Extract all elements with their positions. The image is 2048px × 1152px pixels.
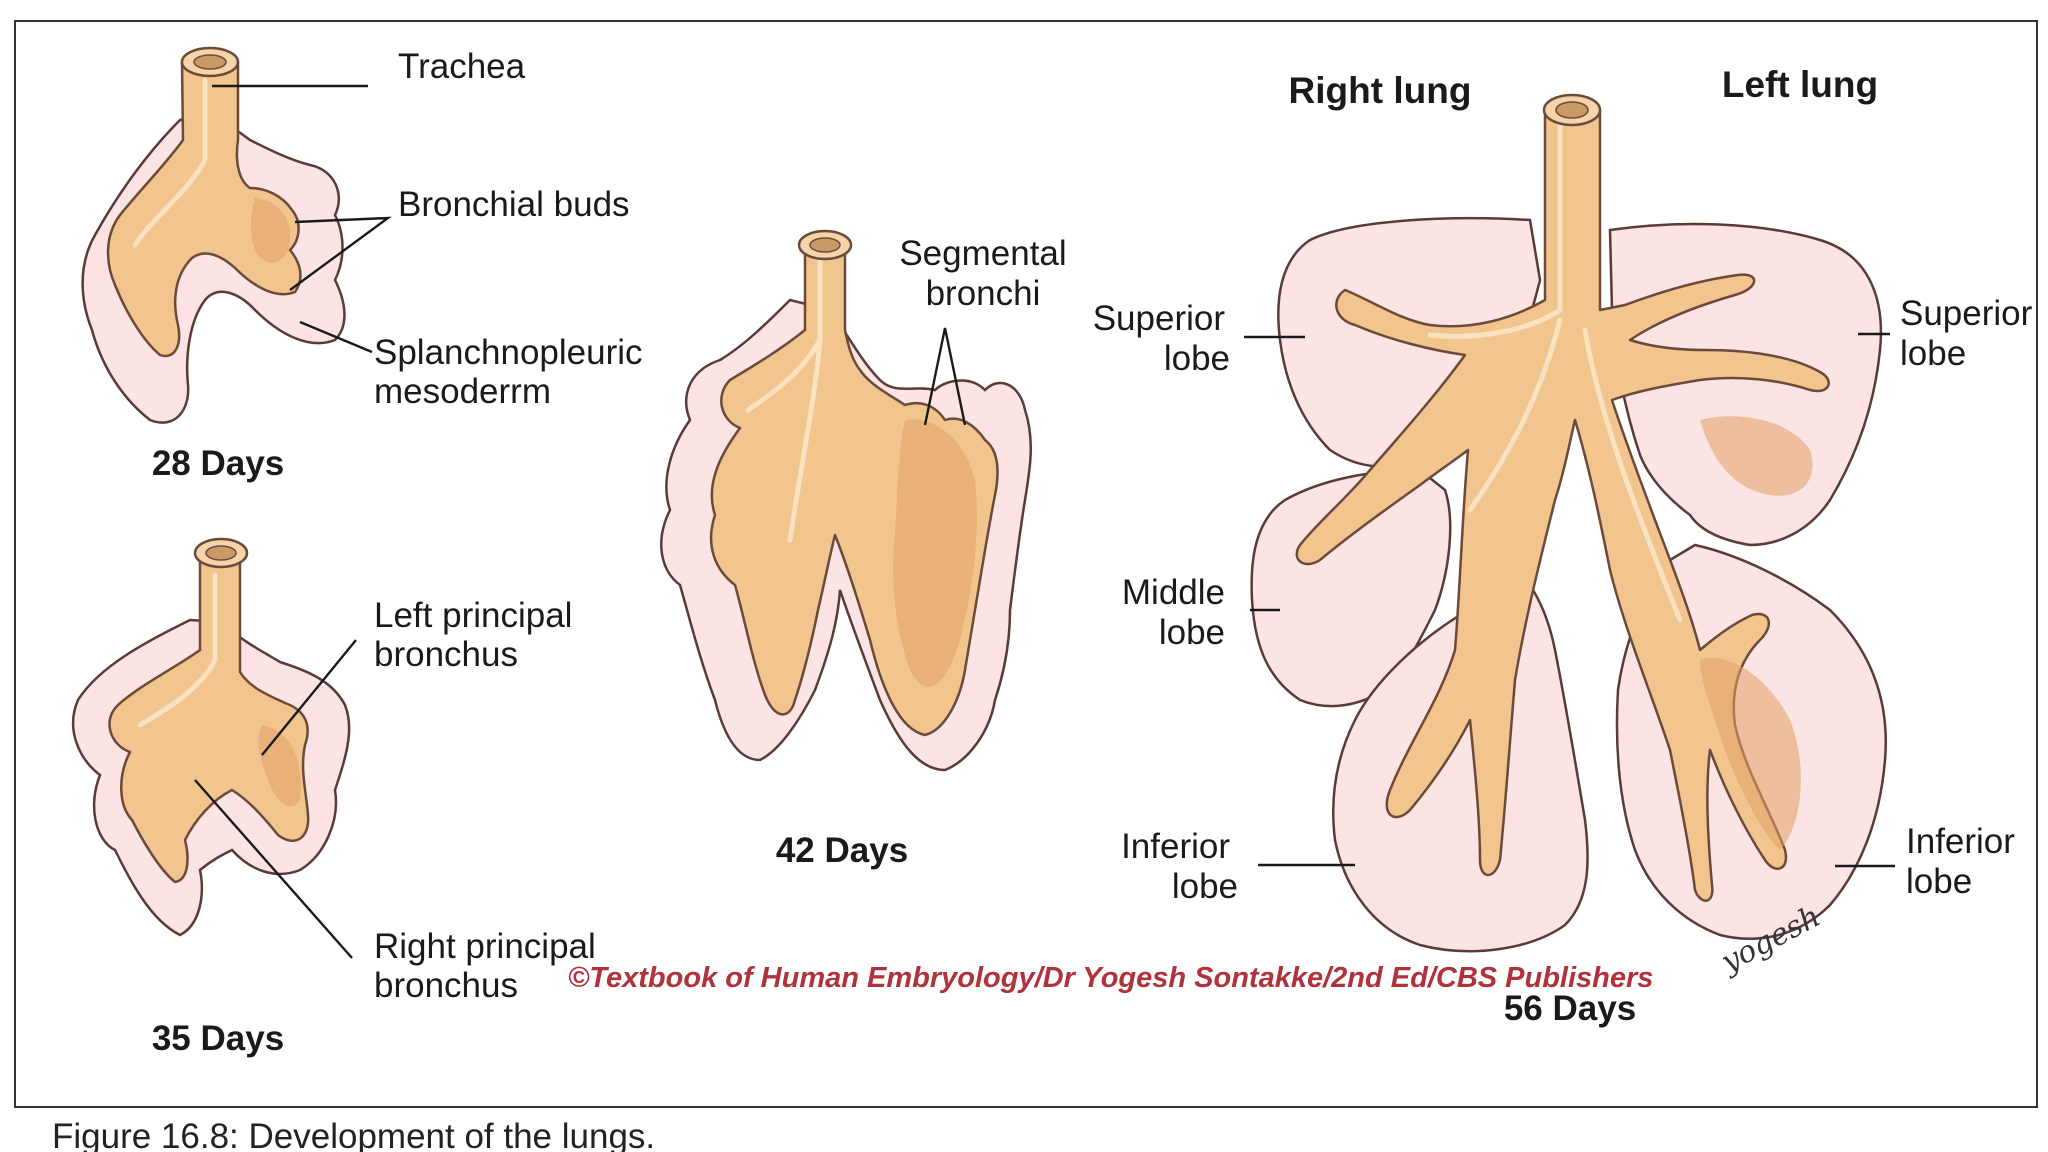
stage-35-days-illustration [71, 537, 351, 937]
bud-shading-28 [250, 198, 291, 263]
leader-splanchnopleuric [299, 320, 373, 354]
bud-highlight-28 [132, 77, 208, 248]
stage-title-42: 42 Days [776, 831, 908, 870]
trachea-lumen-28 [193, 54, 227, 70]
label-right-inferior-2: lobe [1172, 867, 1238, 906]
label-bronchial-buds: Bronchial buds [398, 185, 630, 224]
leader-lines [194, 84, 1895, 959]
stage-titles: 28 Days 35 Days 42 Days 56 Days [152, 444, 1636, 1058]
label-segmental-1: Segmental [899, 234, 1066, 273]
figure-border [14, 20, 2038, 1108]
highlight-42 [745, 257, 823, 543]
label-middle-2: lobe [1159, 613, 1225, 652]
stage-title-35: 35 Days [152, 1019, 284, 1058]
trachea-lumen-35 [205, 545, 237, 561]
label-left-inferior-2: lobe [1906, 862, 1972, 901]
label-trachea: Trachea [398, 47, 526, 86]
leader-bronchial-buds [289, 216, 392, 291]
leader-right-principal [194, 779, 353, 959]
stage-28-days-illustration [81, 46, 346, 424]
trachea-lumen-56 [1555, 101, 1589, 119]
label-left-principal-2: bronchus [374, 635, 518, 674]
label-middle-1: Middle [1122, 573, 1225, 612]
label-left-superior-1: Superior [1900, 294, 2033, 333]
label-splanchnopleuric-1: Splanchnopleuric [374, 333, 643, 372]
figure-caption: Figure 16.8: Development of the lungs. [52, 1117, 655, 1152]
bronchial-bud-28 [106, 60, 302, 358]
segmental-shading-42 [893, 419, 977, 687]
label-right-inferior-1: Inferior [1121, 827, 1230, 866]
leader-left-principal [261, 639, 357, 756]
label-right-principal-2: bronchus [374, 966, 518, 1005]
labels: Trachea Bronchial buds Splanchnopleuric … [374, 47, 2033, 1005]
leader-segmental [923, 327, 967, 426]
label-left-lung: Left lung [1722, 64, 1878, 105]
highlight-56 [1427, 122, 1683, 623]
left-bronchi-shading-56 [1700, 416, 1813, 850]
stage-title-56: 56 Days [1504, 989, 1636, 1028]
label-left-superior-2: lobe [1900, 334, 1966, 373]
credit-line: ©Textbook of Human Embryology/Dr Yogesh … [568, 962, 1653, 994]
label-segmental-2: bronchi [926, 274, 1041, 313]
label-splanchnopleuric-2: mesoderrm [374, 372, 551, 411]
stage-42-days-illustration [660, 229, 1033, 772]
label-right-superior-1: Superior [1093, 299, 1226, 338]
label-right-principal-1: Right principal [374, 927, 596, 966]
stage-56-days-illustration [1250, 93, 1887, 953]
bronchial-tree-56 [1295, 108, 1830, 902]
stage-title-28: 28 Days [152, 444, 284, 483]
label-left-principal-1: Left principal [374, 596, 572, 635]
right-inferior-lobe [1331, 558, 1589, 953]
right-middle-lobe [1250, 468, 1452, 708]
label-right-lung: Right lung [1289, 70, 1472, 111]
trachea-lumen-42 [809, 237, 841, 253]
highlight-35 [137, 572, 218, 728]
label-left-inferior-1: Inferior [1906, 822, 2015, 861]
principal-bronchi-35 [108, 558, 310, 884]
label-right-superior-2: lobe [1164, 339, 1230, 378]
